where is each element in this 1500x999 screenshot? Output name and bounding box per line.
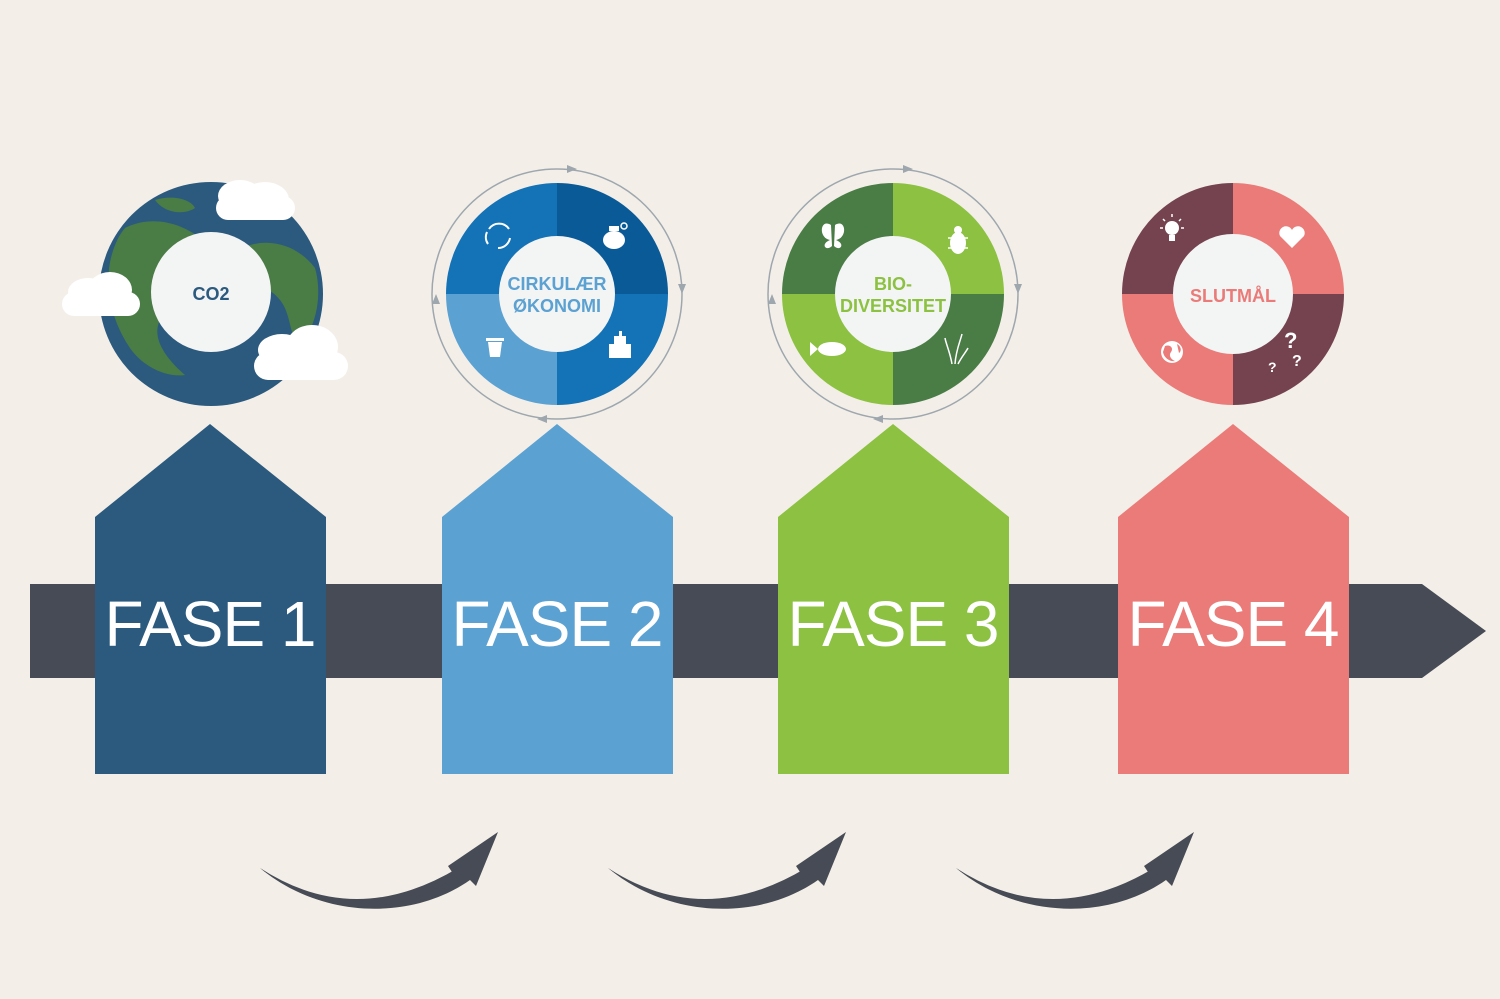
- globe-icon: [1161, 341, 1183, 363]
- trash-bin-icon: [486, 338, 504, 357]
- grass-icon: [944, 333, 969, 365]
- svg-text:?: ?: [1268, 359, 1277, 375]
- circular-economy-label-line1: CIRKULÆR: [507, 274, 607, 294]
- beetle-icon: [948, 226, 968, 254]
- cloud-icon: [254, 325, 348, 380]
- phase-4-label: FASE 4: [1127, 588, 1340, 660]
- phase-3-label: FASE 3: [787, 588, 1000, 660]
- phase-3-block: [778, 424, 1009, 774]
- biodiversity-label: BIO- DIVERSITET: [833, 273, 953, 317]
- heart-icon: [1279, 226, 1305, 248]
- goal-label: SLUTMÅL: [1190, 286, 1276, 306]
- circular-economy-wheel: [431, 165, 686, 423]
- co2-label: CO2: [192, 284, 230, 304]
- money-bag-icon: [603, 222, 628, 249]
- phase-4-block: [1118, 424, 1349, 774]
- phase-1-label: FASE 1: [104, 588, 317, 660]
- phase-2-label: FASE 2: [451, 588, 664, 660]
- curved-arrow-icon: [608, 832, 846, 909]
- fish-icon: [810, 342, 846, 356]
- cloud-icon: [216, 180, 295, 220]
- cloud-icon: [62, 272, 140, 316]
- recycle-icon: [484, 222, 511, 250]
- butterfly-icon: [821, 223, 845, 249]
- biodiversity-label-line1: BIO-: [874, 274, 912, 294]
- svg-text:?: ?: [1284, 328, 1297, 353]
- curved-arrow-icon: [260, 832, 498, 909]
- building-icon: [609, 331, 631, 358]
- curved-arrow-icon: [956, 832, 1194, 909]
- phase-1-block: [95, 424, 326, 774]
- circular-economy-label: CIRKULÆR ØKONOMI: [497, 273, 617, 317]
- lightbulb-icon: [1160, 214, 1184, 241]
- goal-wheel: ? ? ?: [1122, 183, 1344, 405]
- question-marks-icon: ? ? ?: [1268, 328, 1302, 375]
- circular-economy-label-line2: ØKONOMI: [513, 296, 601, 316]
- co2-globe-icon: [62, 180, 348, 406]
- phase-2-block: [442, 424, 673, 774]
- biodiversity-wheel: [767, 165, 1022, 423]
- biodiversity-label-line2: DIVERSITET: [839, 296, 946, 316]
- svg-text:?: ?: [1292, 353, 1302, 370]
